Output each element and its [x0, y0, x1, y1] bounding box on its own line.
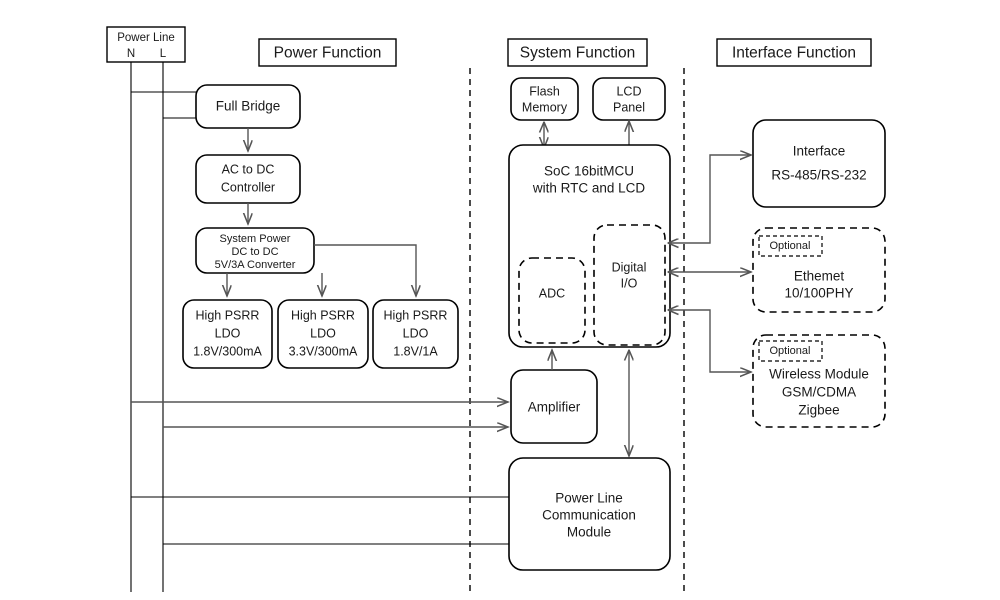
block-ethernet-line2: 10/100PHY	[784, 286, 853, 301]
block-plc-line1: Power Line	[555, 491, 623, 506]
block-adc-label: ADC	[539, 286, 565, 300]
block-soc-mcu[interactable]: SoC 16bitMCU with RTC and LCD	[508, 144, 671, 348]
block-system-power-line3: 5V/3A Converter	[215, 259, 296, 271]
block-ethernet-badge: Optional	[770, 240, 811, 252]
block-lcd-panel[interactable]: LCD Panel	[592, 77, 666, 121]
block-wireless-line1: Wireless Module	[769, 367, 869, 382]
block-flash-line1: Flash	[529, 84, 560, 98]
block-digital-io[interactable]: Digital I/O	[593, 224, 666, 346]
block-ldo-3v3-300ma[interactable]: High PSRR LDO 3.3V/300mA	[277, 299, 369, 369]
power-line-neutral-label: N	[127, 48, 135, 60]
link-syspower-ldo3	[314, 244, 416, 296]
block-system-power-converter[interactable]: System Power DC to DC 5V/3A Converter	[195, 227, 315, 274]
block-full-bridge[interactable]: Full Bridge	[195, 84, 301, 129]
block-ethernet-line1: Ethemet	[794, 269, 845, 284]
block-ldo-1v8-300ma[interactable]: High PSRR LDO 1.8V/300mA	[182, 299, 273, 369]
section-header-interface-label: Interface Function	[732, 45, 856, 62]
link-digitalio-wireless	[668, 310, 751, 372]
block-digital-io-line1: Digital	[612, 260, 647, 274]
link-digitalio-interface-rs	[668, 155, 751, 243]
block-soc-line2: with RTC and LCD	[532, 181, 646, 196]
block-ldo2-line1: High PSRR	[291, 308, 355, 322]
block-ac-to-dc-controller[interactable]: AC to DC Controller	[195, 154, 301, 204]
block-flash-memory[interactable]: Flash Memory	[510, 77, 579, 121]
block-ldo1-line3: 1.8V/300mA	[193, 344, 262, 358]
block-lcd-line2: Panel	[613, 100, 645, 114]
block-digital-io-line2: I/O	[621, 276, 638, 290]
block-wireless-module[interactable]: Optional Wireless Module GSM/CDMA Zigbee	[752, 334, 886, 428]
block-interface-rs-line2: RS-485/RS-232	[771, 168, 866, 183]
section-header-interface: Interface Function	[716, 38, 872, 67]
block-ldo3-line3: 1.8V/1A	[393, 344, 438, 358]
block-ac-to-dc-line1: AC to DC	[222, 162, 275, 176]
block-ldo1-line2: LDO	[215, 326, 241, 340]
block-amplifier[interactable]: Amplifier	[510, 369, 598, 444]
block-plc-module[interactable]: Power Line Communication Module	[508, 457, 671, 571]
block-wireless-badge: Optional	[770, 345, 811, 357]
block-ldo2-line3: 3.3V/300mA	[289, 344, 358, 358]
block-system-power-line1: System Power	[220, 233, 291, 245]
block-plc-line3: Module	[567, 525, 611, 540]
block-adc[interactable]: ADC	[518, 257, 586, 344]
block-interface-rs[interactable]: Interface RS-485/RS-232	[752, 119, 886, 208]
section-header-system: System Function	[507, 38, 648, 67]
block-wireless-line3: Zigbee	[798, 403, 839, 418]
block-ac-to-dc-line2: Controller	[221, 180, 275, 194]
block-ldo3-line2: LDO	[403, 326, 429, 340]
block-wireless-line2: GSM/CDMA	[782, 385, 856, 400]
block-interface-rs-line1: Interface	[793, 144, 846, 159]
power-line-box: Power Line N L	[106, 26, 186, 63]
section-header-system-label: System Function	[520, 45, 635, 62]
block-ethernet-phy[interactable]: Optional Ethemet 10/100PHY	[752, 227, 886, 313]
block-system-power-line2: DC to DC	[231, 246, 278, 258]
block-ldo3-line1: High PSRR	[384, 308, 448, 322]
power-line-live-label: L	[160, 48, 167, 60]
block-ldo1-line1: High PSRR	[196, 308, 260, 322]
section-header-power: Power Function	[258, 38, 397, 67]
block-plc-line2: Communication	[542, 508, 636, 523]
block-full-bridge-label: Full Bridge	[216, 99, 281, 114]
block-amplifier-label: Amplifier	[528, 400, 581, 415]
block-ldo2-line2: LDO	[310, 326, 336, 340]
block-soc-line1: SoC 16bitMCU	[544, 164, 634, 179]
block-ldo-1v8-1a[interactable]: High PSRR LDO 1.8V/1A	[372, 299, 459, 369]
power-line-title: Power Line	[117, 32, 175, 44]
block-lcd-line1: LCD	[616, 84, 641, 98]
block-flash-line2: Memory	[522, 100, 568, 114]
section-header-power-label: Power Function	[274, 45, 382, 62]
